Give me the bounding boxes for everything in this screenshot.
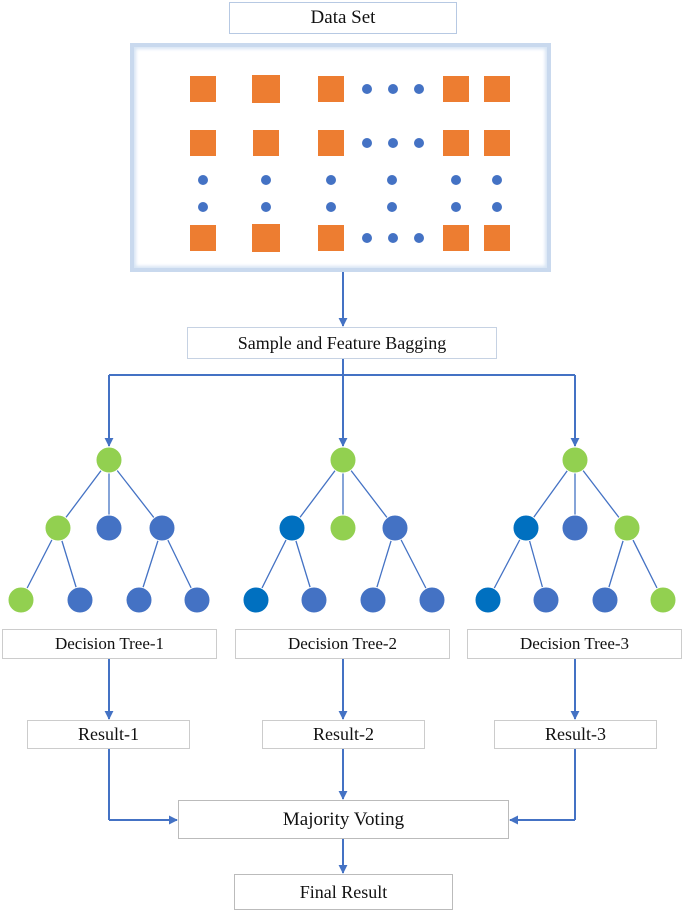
tree-leaf-node	[359, 586, 387, 614]
data-square	[252, 75, 280, 103]
tree-node	[148, 514, 176, 542]
tree-label-1: Decision Tree-1	[2, 629, 217, 659]
tree-leaf-node	[183, 586, 211, 614]
data-square	[443, 130, 469, 156]
tree-leaf-node	[242, 586, 270, 614]
tree-edge	[487, 527, 527, 601]
tree-leaf-node	[418, 586, 446, 614]
bagging-label: Sample and Feature Bagging	[187, 327, 497, 359]
tree-leaf-node	[591, 586, 619, 614]
majority-voting-box: Majority Voting	[178, 800, 509, 839]
tree-edge	[574, 459, 628, 529]
tree-edge	[525, 459, 576, 529]
data-dot	[326, 175, 336, 185]
tree-node	[613, 514, 641, 542]
data-dot	[451, 175, 461, 185]
tree-leaf-node	[125, 586, 153, 614]
data-dot	[261, 202, 271, 212]
tree-node	[44, 514, 72, 542]
tree-node	[278, 514, 306, 542]
data-dot	[326, 202, 336, 212]
data-dot	[198, 175, 208, 185]
result-3-box: Result-3	[494, 720, 657, 749]
data-dot	[414, 233, 424, 243]
tree-root-node	[561, 446, 589, 474]
tree-edge	[291, 459, 344, 529]
data-square	[318, 225, 344, 251]
data-square	[484, 76, 510, 102]
tree-label-2: Decision Tree-2	[235, 629, 450, 659]
data-dot	[362, 84, 372, 94]
tree-leaf-node	[649, 586, 677, 614]
tree-root-node	[329, 446, 357, 474]
data-dot	[261, 175, 271, 185]
tree-edge	[342, 459, 396, 529]
data-dot	[387, 202, 397, 212]
dataset-title: Data Set	[229, 2, 457, 34]
result-2-box: Result-2	[262, 720, 425, 749]
data-dot	[388, 84, 398, 94]
result-1-box: Result-1	[27, 720, 190, 749]
data-dot	[492, 202, 502, 212]
tree-root-node	[95, 446, 123, 474]
data-dot	[492, 175, 502, 185]
tree-leaf-node	[532, 586, 560, 614]
tree-edge	[108, 459, 163, 529]
data-dot	[414, 84, 424, 94]
data-square	[252, 224, 280, 252]
data-square	[318, 130, 344, 156]
data-square	[318, 76, 344, 102]
data-square	[484, 225, 510, 251]
data-dot	[362, 233, 372, 243]
data-dot	[388, 138, 398, 148]
tree-node	[329, 514, 357, 542]
tree-node	[95, 514, 123, 542]
data-dot	[451, 202, 461, 212]
data-square	[443, 76, 469, 102]
tree-leaf-node	[474, 586, 502, 614]
data-square	[253, 130, 279, 156]
data-dot	[388, 233, 398, 243]
data-square	[484, 130, 510, 156]
tree-leaf-node	[300, 586, 328, 614]
tree-leaf-node	[7, 586, 35, 614]
tree-node	[381, 514, 409, 542]
data-dot	[198, 202, 208, 212]
data-square	[190, 130, 216, 156]
data-dot	[387, 175, 397, 185]
data-square	[190, 225, 216, 251]
tree-edge	[57, 459, 110, 529]
data-square	[190, 76, 216, 102]
tree-node	[512, 514, 540, 542]
data-dot	[414, 138, 424, 148]
tree-leaf-node	[66, 586, 94, 614]
final-result-box: Final Result	[234, 874, 453, 910]
tree-label-3: Decision Tree-3	[467, 629, 682, 659]
data-dot	[362, 138, 372, 148]
tree-node	[561, 514, 589, 542]
data-square	[443, 225, 469, 251]
